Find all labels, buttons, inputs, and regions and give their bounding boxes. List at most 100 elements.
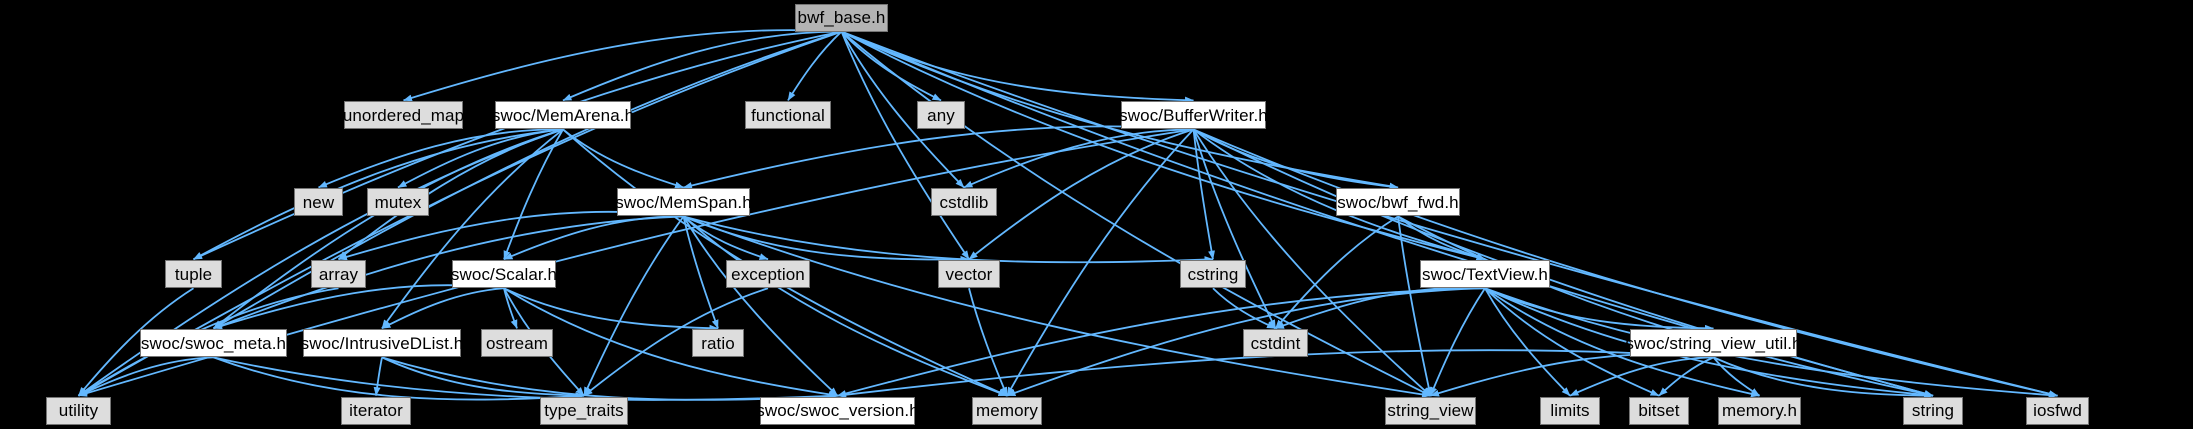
graph-node-unordered_map[interactable]: unordered_map [342, 101, 465, 130]
graph-node-cstdlib[interactable]: cstdlib [931, 188, 997, 217]
graph-node-tuple[interactable]: tuple [165, 260, 222, 289]
graph-edge-cstring-to-cstdint [1212, 287, 1276, 330]
graph-edge-BufferWriter-to-MemSpan [683, 125, 1194, 189]
graph-node-cstdint[interactable]: cstdint [1243, 329, 1308, 358]
graph-node-new[interactable]: new [294, 188, 343, 217]
graph-node-any[interactable]: any [917, 101, 965, 130]
graph-node-MemArena[interactable]: swoc/MemArena.h [491, 101, 635, 130]
graph-node-bwf_fwd[interactable]: swoc/bwf_fwd.h [1336, 188, 1460, 217]
graph-edge-MemSpan-to-cstring [683, 215, 1214, 264]
graph-node-ratio[interactable]: ratio [692, 329, 744, 358]
graph-edge-IntrusiveDList-to-swoc_version [381, 356, 838, 401]
graph-edge-string_view_util-to-bitset [1658, 356, 1714, 397]
graph-edge-TextView-to-string_view [1429, 287, 1486, 397]
graph-edge-bwf_base-to-MemArena [562, 30, 842, 102]
graph-node-label: mutex [374, 192, 422, 212]
graph-edge-vector-to-memory [968, 288, 1008, 397]
graph-node-mutex[interactable]: mutex [367, 188, 429, 217]
graph-node-memory[interactable]: memory [972, 396, 1042, 425]
graph-edge-MemSpan-to-array [338, 210, 684, 261]
graph-node-label: bitset [1638, 401, 1680, 421]
graph-edge-MemArena-to-new [318, 128, 564, 189]
graph-node-label: type_traits [544, 401, 624, 421]
graph-node-label: swoc/MemArena.h [491, 105, 635, 125]
graph-node-BufferWriter[interactable]: swoc/BufferWriter.h [1119, 101, 1268, 130]
graph-edge-Scalar-to-swoc_meta [213, 284, 505, 330]
graph-edge-Scalar-to-ratio [503, 287, 719, 332]
graph-node-string_view[interactable]: string_view [1385, 396, 1476, 425]
graph-edge-TextView-to-limits [1484, 287, 1571, 397]
graph-edge-MemArena-to-IntrusiveDList [381, 128, 564, 329]
graph-edge-string_view_util-to-memory_h [1712, 356, 1760, 397]
graph-edge-string_view_util-to-limits [1569, 356, 1714, 397]
graph-node-utility[interactable]: utility [46, 396, 111, 425]
graph-edge-bwf_fwd-to-cstdint [1274, 215, 1399, 329]
graph-node-label: new [302, 192, 335, 212]
graph-node-label: memory.h [1721, 401, 1798, 421]
graph-node-TextView[interactable]: swoc/TextView.h [1420, 260, 1550, 289]
graph-node-functional[interactable]: functional [745, 101, 831, 130]
graph-edge-MemArena-to-mutex [397, 128, 564, 189]
graph-edge-BufferWriter-to-cstdint [1192, 129, 1277, 329]
graph-node-iosfwd[interactable]: iosfwd [2026, 396, 2089, 425]
graph-edge-MemSpan-to-exception [682, 215, 769, 261]
graph-node-cstring[interactable]: cstring [1180, 260, 1246, 289]
graph-node-type_traits[interactable]: type_traits [540, 396, 628, 425]
graph-edge-string_view_util-to-string [1713, 356, 1934, 400]
graph-node-swoc_version[interactable]: swoc/swoc_version.h [756, 396, 919, 425]
graph-edge-swoc_meta-to-swoc_version [213, 356, 838, 401]
graph-node-label: swoc/string_view_util.h [1625, 333, 1802, 353]
graph-node-iterator[interactable]: iterator [341, 396, 411, 425]
graph-node-label: cstring [1187, 264, 1239, 284]
graph-edge-TextView-to-string_view_util [1484, 287, 1714, 332]
graph-edge-BufferWriter-to-iosfwd [1193, 128, 2058, 398]
graph-edge-bwf_fwd-to-TextView [1397, 215, 1486, 261]
graph-node-limits[interactable]: limits [1540, 396, 1600, 425]
graph-edge-TextView-to-cstdint [1275, 286, 1486, 330]
graph-node-vector[interactable]: vector [938, 260, 1000, 289]
graph-node-label: string_view [1387, 401, 1474, 421]
graph-edge-Scalar-to-swoc_version [503, 287, 838, 398]
graph-edge-MemSpan-to-swoc_version [682, 216, 839, 397]
graph-edge-string_view_util-to-string_view [1430, 353, 1714, 397]
graph-edge-bwf_fwd-to-string_view [1397, 216, 1433, 397]
graph-node-bwf_base[interactable]: bwf_base.h [795, 3, 888, 32]
graph-node-label: unordered_map [342, 105, 465, 125]
graph-node-label: cstdlib [939, 192, 989, 212]
graph-node-Scalar[interactable]: swoc/Scalar.h [450, 260, 558, 289]
graph-node-label: memory [976, 401, 1038, 421]
graph-node-label: limits [1550, 401, 1590, 421]
graph-edge-bwf_base-to-tuple [193, 30, 842, 261]
graph-node-bitset[interactable]: bitset [1629, 396, 1689, 425]
graph-node-IntrusiveDList[interactable]: swoc/IntrusiveDList.h [301, 329, 463, 358]
graph-node-label: ostream [485, 333, 549, 353]
graph-edge-MemSpan-to-Scalar [503, 215, 684, 261]
graph-edge-bwf_base-to-TextView [841, 30, 1486, 261]
graph-node-label: any [927, 105, 955, 125]
graph-edge-bwf_base-to-functional [787, 30, 843, 101]
graph-node-label: bwf_base.h [797, 8, 886, 28]
graph-node-memory_h[interactable]: memory.h [1718, 396, 1801, 425]
graph-node-swoc_meta[interactable]: swoc/swoc_meta.h [140, 329, 287, 358]
graph-node-ostream[interactable]: ostream [481, 329, 553, 358]
graph-node-label: string [1911, 401, 1955, 421]
graph-node-label: iosfwd [2033, 401, 2082, 421]
graph-node-label: swoc/Scalar.h [450, 264, 558, 284]
graph-node-exception[interactable]: exception [726, 260, 810, 289]
graph-node-MemSpan[interactable]: swoc/MemSpan.h [615, 188, 752, 217]
graph-node-string_view_util[interactable]: swoc/string_view_util.h [1625, 329, 1801, 358]
graph-node-label: functional [751, 105, 825, 125]
graph-edge-MemSpan-to-ratio [682, 216, 719, 329]
graph-node-array[interactable]: array [311, 260, 366, 289]
graph-node-string[interactable]: string [1903, 396, 1963, 425]
graph-node-label: cstdint [1250, 333, 1301, 353]
graph-edge-MemSpan-to-type_traits [583, 215, 685, 397]
graph-node-label: ratio [701, 333, 735, 353]
graph-node-label: swoc/MemSpan.h [615, 192, 752, 212]
graph-node-label: swoc/TextView.h [1422, 264, 1548, 284]
graph-edge-bwf_base-to-unordered_map [403, 29, 842, 102]
graph-edge-BufferWriter-to-vector [968, 128, 1194, 260]
graph-edge-MemArena-to-swoc_meta [212, 128, 564, 330]
graph-edge-MemSpan-to-memory [682, 215, 1008, 397]
